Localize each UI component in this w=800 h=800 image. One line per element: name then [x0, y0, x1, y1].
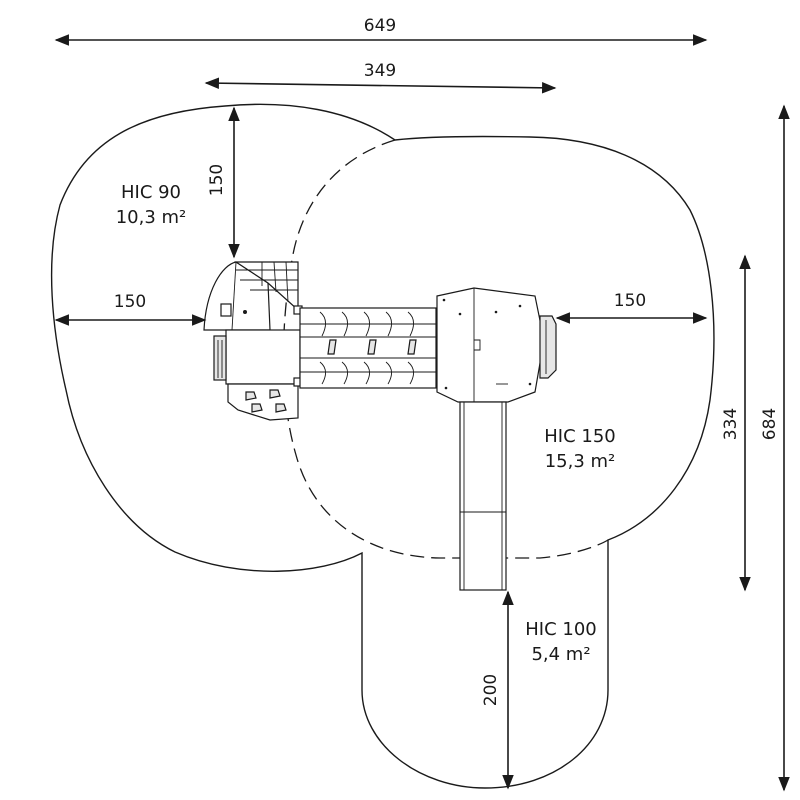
- right-tower: [436, 287, 557, 403]
- zone-hic-90-area: 10,3 m²: [116, 207, 187, 228]
- slide: [459, 401, 507, 591]
- left-clearance-label: 150: [114, 292, 146, 312]
- zone-hic-90-label: HIC 90: [121, 182, 181, 203]
- rope-bridge: [299, 307, 437, 389]
- zone-hic-150-label: HIC 150: [544, 426, 616, 447]
- dimension-lines: [54, 34, 790, 792]
- overall-height-label: 684: [760, 408, 780, 440]
- safety-zone-outline: [50, 103, 715, 789]
- top-clearance-label: 150: [207, 164, 227, 196]
- right-clearance-label: 150: [614, 291, 646, 311]
- left-tower: [203, 261, 303, 421]
- inner-height-label: 334: [721, 408, 741, 440]
- overall-width-label: 649: [364, 16, 396, 36]
- zone-hic-100-label: HIC 100: [525, 619, 597, 640]
- zone-hic-150-area: 15,3 m²: [545, 451, 616, 472]
- zone-hic-100-area: 5,4 m²: [531, 644, 590, 665]
- inner-width-label: 349: [364, 61, 396, 81]
- slide-clearance-label: 200: [481, 674, 501, 706]
